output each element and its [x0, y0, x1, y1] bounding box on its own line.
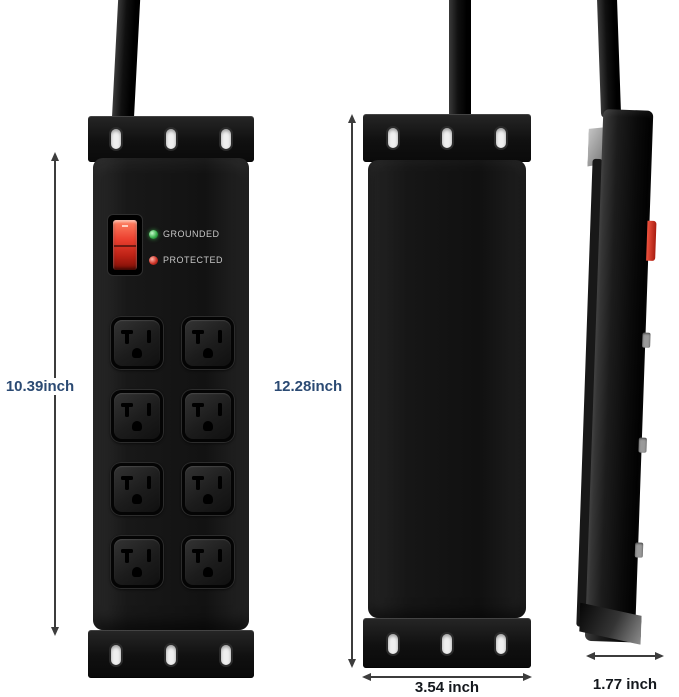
mounting-slot: [494, 126, 508, 150]
mounting-slot: [164, 127, 178, 151]
mounting-slot: [440, 126, 454, 150]
arrowhead-up-icon: [347, 114, 356, 123]
side-slot: [642, 332, 651, 348]
arrowhead-right-icon: [523, 672, 532, 681]
outlet-ground-hole: [203, 494, 213, 504]
outlet-ground-hole: [132, 348, 142, 358]
power-outlet: [181, 535, 235, 589]
grounded-label: GROUNDED: [163, 229, 220, 239]
arrowhead-up-icon: [50, 152, 59, 161]
arrowhead-down-icon: [347, 659, 356, 668]
overall-height-dimension-label: 12.28inch: [270, 378, 346, 395]
outlet-ground-hole: [132, 494, 142, 504]
outlet-hot-slot: [218, 330, 222, 343]
outlet-hot-slot: [147, 330, 151, 343]
outlet-hot-slot: [147, 549, 151, 562]
side-view: [570, 101, 679, 656]
rocker-seam: [114, 245, 136, 247]
outlet-face: [185, 466, 231, 512]
side-power-switch: [646, 220, 657, 261]
depth-dimension-label: 1.77 inch: [578, 676, 672, 693]
outlet-face: [114, 539, 160, 585]
width-dimension-arrow: [362, 672, 532, 682]
dimension-line: [351, 121, 353, 661]
mounting-flange-bottom: [88, 630, 254, 678]
protected-led-icon: [149, 256, 158, 265]
outlet-neutral-slot: [196, 405, 200, 417]
mounting-slot: [386, 126, 400, 150]
mounting-flange-top: [88, 116, 254, 162]
outlet-hot-slot: [218, 549, 222, 562]
mounting-slot: [109, 127, 123, 151]
dimension-line: [369, 676, 525, 678]
power-outlet: [110, 535, 164, 589]
outlet-neutral-slot: [125, 405, 129, 417]
arrowhead-down-icon: [50, 627, 59, 636]
power-outlet: [110, 462, 164, 516]
outlet-hot-slot: [218, 476, 222, 489]
mounting-flange-top: [363, 114, 531, 162]
outlet-hot-slot: [147, 476, 151, 489]
back-panel: [368, 160, 526, 618]
outlet-neutral-slot: [125, 551, 129, 563]
rocker-button: [113, 220, 137, 270]
power-outlet: [181, 316, 235, 370]
arrowhead-left-icon: [362, 672, 371, 681]
grounded-led-icon: [149, 230, 158, 239]
outlet-face: [114, 466, 160, 512]
front-height-dimension-label: 10.39inch: [1, 378, 79, 395]
switch-marking: [122, 225, 128, 227]
side-slot: [638, 437, 647, 453]
outlet-neutral-slot: [196, 478, 200, 490]
mounting-slot: [494, 632, 508, 656]
outlet-face: [114, 393, 160, 439]
mounting-flange-bottom: [363, 618, 531, 668]
outlet-neutral-slot: [196, 551, 200, 563]
arrowhead-left-icon: [586, 651, 595, 660]
power-outlet: [181, 462, 235, 516]
outlet-ground-hole: [203, 348, 213, 358]
mounting-slot: [164, 643, 178, 667]
outlet-face: [185, 539, 231, 585]
mounting-slot: [440, 632, 454, 656]
dimension-line: [593, 655, 657, 657]
outlet-ground-hole: [132, 421, 142, 431]
outlet-ground-hole: [203, 421, 213, 431]
outlet-ground-hole: [132, 567, 142, 577]
outlet-hot-slot: [147, 403, 151, 416]
outlet-hot-slot: [218, 403, 222, 416]
power-outlet: [110, 316, 164, 370]
power-outlet: [181, 389, 235, 443]
mounting-slot: [109, 643, 123, 667]
outlet-neutral-slot: [196, 332, 200, 344]
outlet-face: [185, 320, 231, 366]
power-outlet: [110, 389, 164, 443]
outlet-face: [185, 393, 231, 439]
outlet-ground-hole: [203, 567, 213, 577]
overall-height-dimension-arrow: [347, 114, 357, 668]
power-switch: [107, 214, 143, 276]
protected-label: PROTECTED: [163, 255, 224, 265]
power-cord: [449, 0, 471, 124]
outlet-face: [114, 320, 160, 366]
outlet-neutral-slot: [125, 332, 129, 344]
power-cord: [111, 0, 141, 127]
mounting-slot: [386, 632, 400, 656]
arrowhead-right-icon: [655, 651, 664, 660]
outlet-neutral-slot: [125, 478, 129, 490]
mounting-slot: [219, 127, 233, 151]
width-dimension-label: 3.54 inch: [380, 679, 514, 696]
depth-dimension-arrow: [586, 651, 664, 661]
mounting-slot: [219, 643, 233, 667]
side-slot: [634, 542, 644, 558]
